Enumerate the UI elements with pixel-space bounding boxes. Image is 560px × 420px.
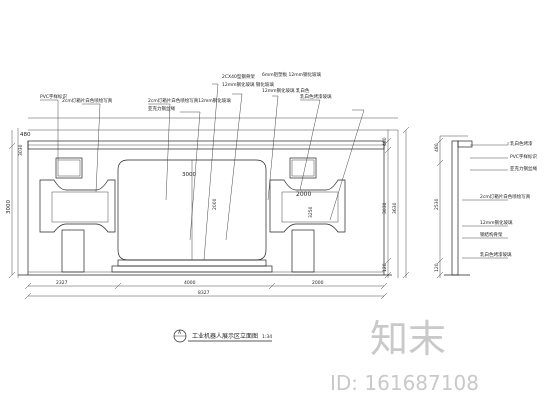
svg-text:钢结构骨架: 钢结构骨架 [480, 231, 503, 238]
svg-text:120: 120 [382, 263, 388, 272]
note-milky-glass: 12mm钢化玻璃 乳白色 [262, 87, 310, 94]
note-aluminum-panel: 6mm铝塑板 12mm钢化玻璃 [262, 71, 322, 78]
screen-label-right: 2000 [296, 191, 311, 198]
svg-text:PVC字样标识: PVC字样标识 [510, 153, 537, 160]
svg-text:12mm钢化玻璃: 12mm钢化玻璃 [480, 219, 513, 226]
rotated-label-1: 2000 [212, 198, 218, 210]
svg-text:3030: 3030 [18, 144, 24, 156]
watermark: 知末 ID: 161687108 [330, 317, 479, 395]
leader-lines [40, 83, 365, 261]
svg-text:1:34: 1:34 [262, 334, 272, 340]
svg-text:亚克力钢丝绳: 亚克力钢丝绳 [510, 165, 537, 172]
screen-label-left: 3000 [182, 172, 196, 178]
side-section-notes: 乳白色烤漆 PVC字样标识 亚克力钢丝绳 2cm灯箱片白色喷绘写真 12mm钢化… [462, 140, 537, 259]
rotated-label-2: 3250 [308, 206, 314, 218]
svg-text:480: 480 [20, 132, 31, 138]
svg-text:480: 480 [434, 143, 440, 152]
svg-text:3630: 3630 [392, 202, 398, 214]
svg-text:2530: 2530 [434, 198, 440, 210]
note-lightbox-print: 2cm灯箱片白色喷绘写真 [62, 97, 113, 104]
right-pedestal [291, 229, 315, 273]
watermark-id: ID: 161687108 [330, 371, 479, 395]
note-tempered-glass: 12mm钢化玻璃 钢化玻璃 [222, 81, 274, 88]
side-section: 480 2530 120 乳白色烤漆 PVC字样标识 亚克力钢丝绳 2cm灯箱片… [434, 135, 537, 279]
svg-text:4000: 4000 [184, 280, 196, 286]
svg-text:120: 120 [434, 263, 440, 272]
note-paint-glass: 乳白色烤漆玻璃 [300, 93, 332, 100]
leader-notes: PVC字样标识 2cm灯箱片白色喷绘写真 2cm灯箱片白色喷绘写真12mm钢化玻… [40, 71, 332, 112]
svg-text:8327: 8327 [198, 290, 210, 296]
svg-text:乳白色烤漆: 乳白色烤漆 [510, 140, 533, 147]
left-pedestal [61, 229, 85, 273]
left-dimension: 3000 3030 [6, 130, 24, 279]
note-lightbox-glass: 2cm灯箱片白色喷绘写真12mm钢化玻璃 [148, 97, 231, 104]
svg-text:工业机器人展示区立面图: 工业机器人展示区立面图 [192, 332, 258, 340]
svg-text:2000: 2000 [312, 280, 324, 286]
note-steel-frame: 2CX40型钢骨架 [222, 73, 255, 80]
svg-text:2cm灯箱片白色喷绘写真: 2cm灯箱片白色喷绘写真 [480, 193, 531, 200]
right-dimensions: 480 3030 120 3630 [382, 126, 410, 279]
front-elevation: PVC字样标识 2cm灯箱片白色喷绘写真 2cm灯箱片白色喷绘写真12mm钢化玻… [6, 71, 410, 343]
svg-text:乳白色烤漆玻璃: 乳白色烤漆玻璃 [480, 251, 512, 258]
svg-text:480: 480 [382, 137, 388, 146]
svg-text:2327: 2327 [56, 280, 68, 286]
left-display-unit [39, 157, 116, 273]
right-display-unit [269, 157, 346, 273]
svg-text:A: A [178, 330, 182, 336]
top-dimension: 480 [17, 128, 31, 278]
svg-text:3030: 3030 [382, 202, 388, 214]
note-acrylic-wire: 亚克力钢丝绳 [148, 105, 175, 112]
note-pvc-sign: PVC字样标识 [40, 93, 67, 100]
svg-text:3000: 3000 [6, 200, 12, 214]
watermark-brand: 知末 [370, 317, 446, 361]
bottom-dimensions: 2327 4000 2000 8327 [24, 280, 388, 300]
drawing-title: A 工业机器人展示区立面图 1:34 [173, 329, 272, 343]
